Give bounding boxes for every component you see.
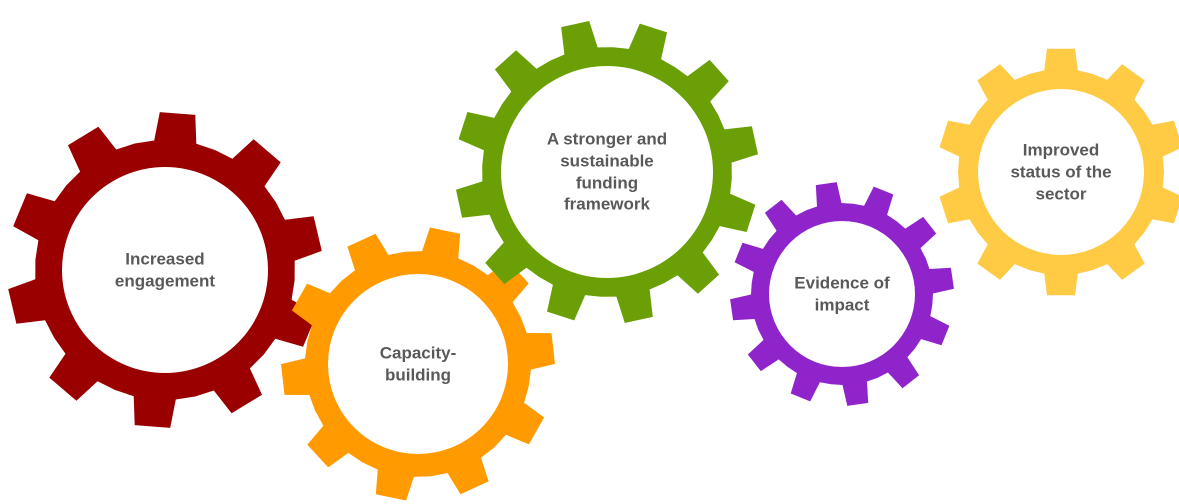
- gear-label-line: status of the: [1010, 162, 1112, 182]
- gear-capacity-building: [281, 227, 555, 501]
- gear-label-line: Capacity-: [379, 343, 457, 363]
- gear-increased-engagement: [8, 112, 322, 428]
- gear-label-evidence-of-impact: Evidence of impact: [794, 272, 889, 316]
- gear-label-capacity-building: Capacity-building: [380, 342, 457, 386]
- gear-label-line: impact: [814, 295, 870, 314]
- gear-label-line: building: [384, 365, 452, 384]
- gear-label-line: A stronger and: [546, 129, 668, 149]
- gear-center: [62, 167, 268, 373]
- gear-center: [501, 66, 713, 278]
- gear-label-line: Evidence of: [794, 273, 890, 293]
- gear-label-line: sustainable: [560, 151, 654, 171]
- gear-improved-status: [939, 48, 1179, 296]
- gear-label-line: engagement: [114, 271, 216, 290]
- gear-center: [769, 221, 915, 367]
- gear-funding-framework: [456, 21, 758, 323]
- gear-label-line: funding: [575, 173, 639, 192]
- gear-label-line: framework: [564, 194, 650, 214]
- gear-label-line: Increased: [125, 249, 205, 269]
- gear-center: [978, 89, 1144, 255]
- gear-label-increased-engagement: Increased engagement: [115, 248, 215, 292]
- gear-label-line: Improved: [1022, 140, 1100, 160]
- gear-label-line: sector: [1035, 183, 1087, 203]
- gear-center: [328, 274, 508, 454]
- gear-evidence-of-impact: [730, 182, 954, 406]
